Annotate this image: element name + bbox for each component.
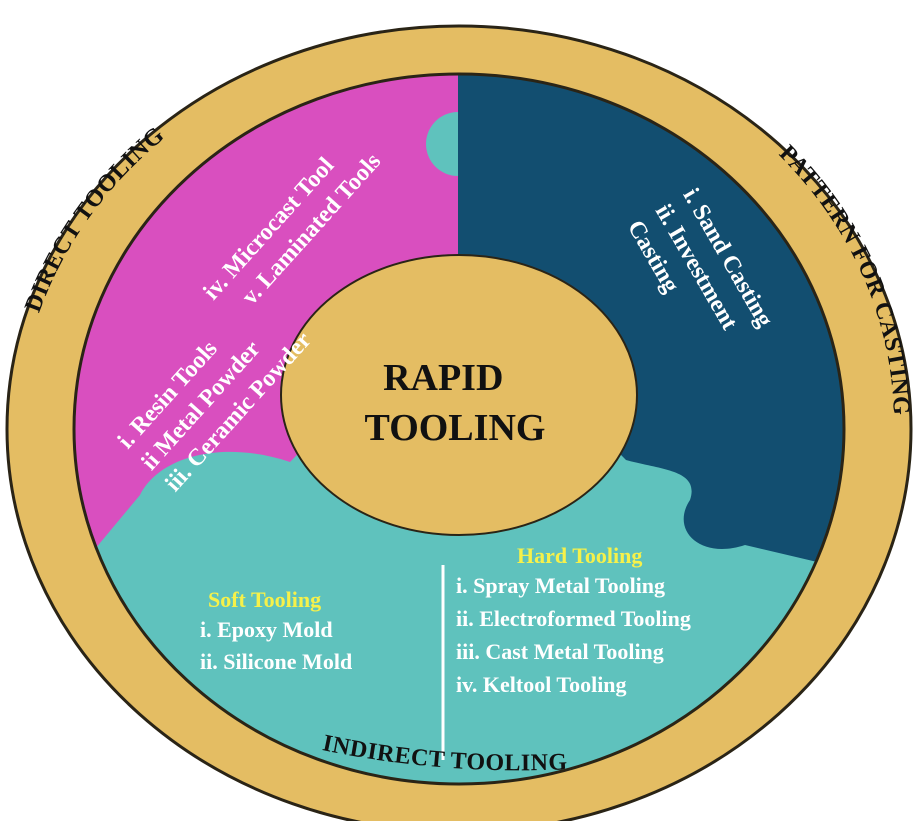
soft-item: ii. Silicone Mold [200, 649, 352, 674]
center-title-line: RAPID [383, 357, 503, 399]
inner-outline [72, 72, 846, 786]
soft-item: i. Epoxy Mold [200, 617, 333, 642]
hard-item: ii. Electroformed Tooling [456, 606, 691, 631]
center-title: RAPID TOOLING [365, 357, 546, 449]
soft-tooling-heading: Soft Tooling [208, 587, 321, 612]
hard-item: iv. Keltool Tooling [456, 672, 627, 697]
center-title-line: TOOLING [365, 407, 546, 449]
hard-item: i. Spray Metal Tooling [456, 573, 665, 598]
hard-tooling-heading: Hard Tooling [517, 543, 642, 568]
center-circle [280, 254, 638, 536]
hard-item: iii. Cast Metal Tooling [456, 639, 664, 664]
